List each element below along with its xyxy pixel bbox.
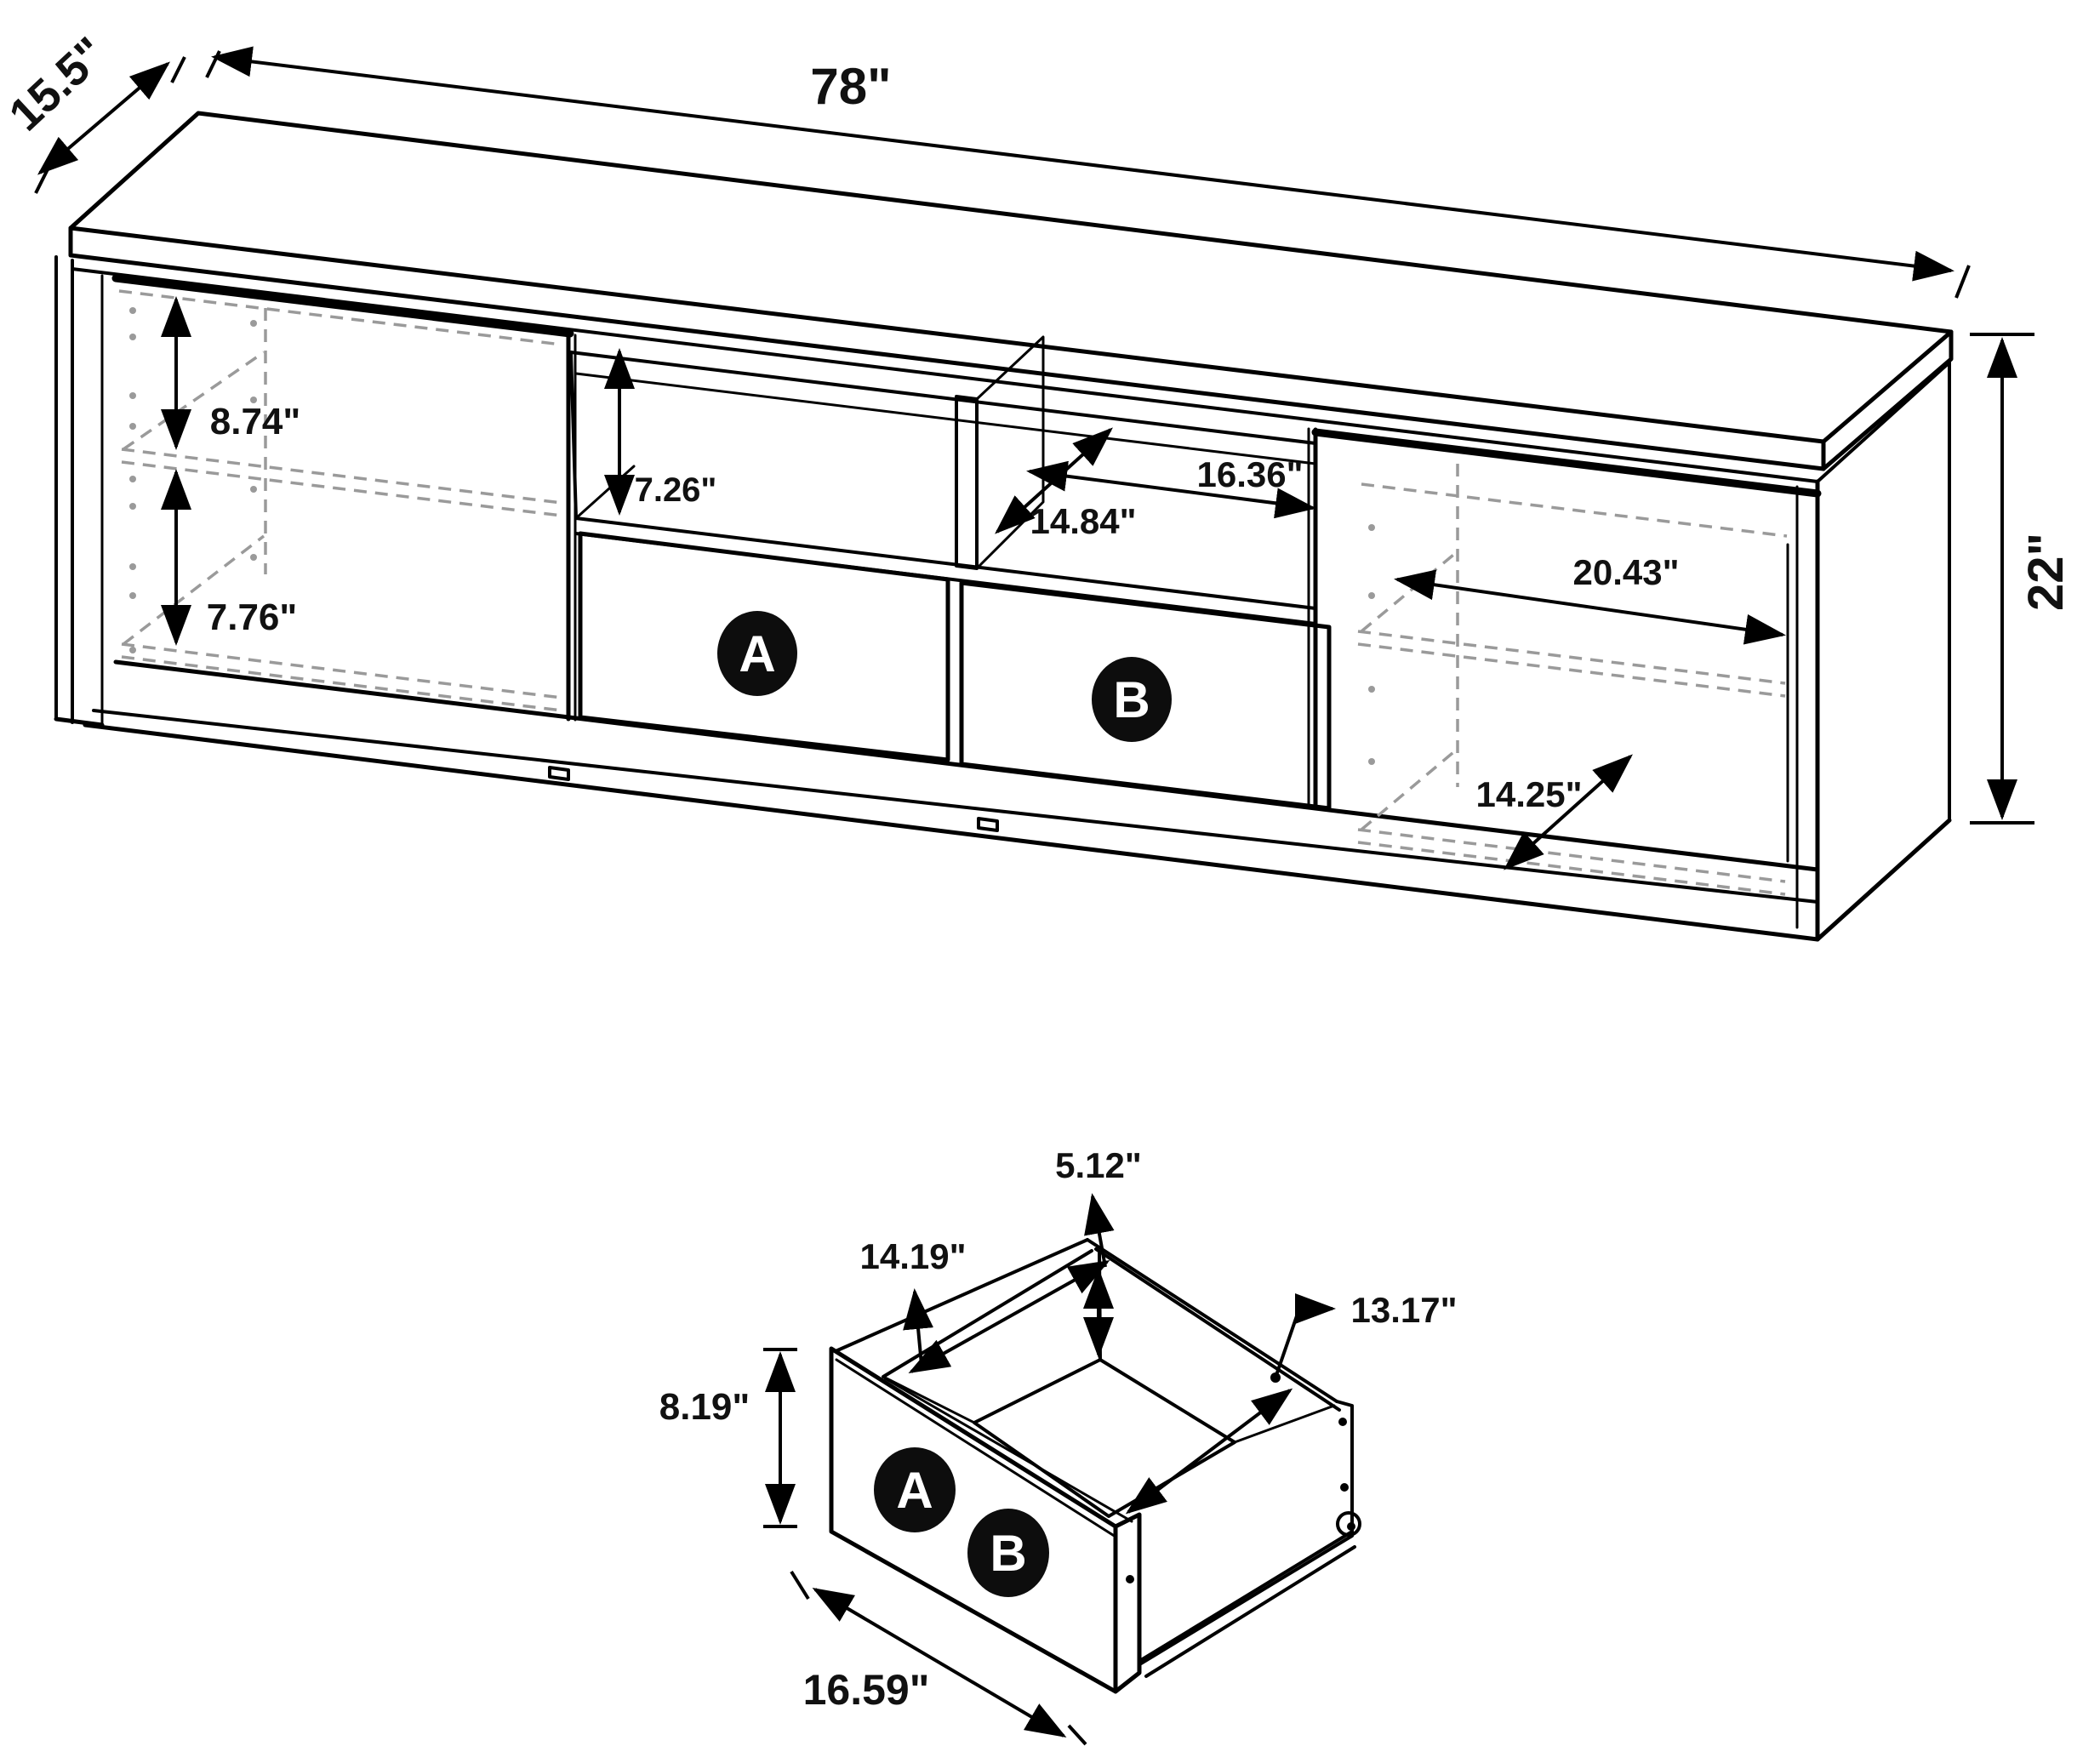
- drawer-a-badge-group: A: [874, 1447, 956, 1532]
- drawer-detail-a-badge: [874, 1447, 956, 1532]
- drawer-b-badge-group: B: [967, 1509, 1049, 1597]
- tv-stand-figure: A B 15.5" 78" 22" 8.74": [0, 27, 2074, 942]
- drawer-front-width-label: 16.59": [803, 1666, 930, 1714]
- cubby-height-label: 7.26": [635, 471, 717, 509]
- drawer-a-badge-letter: A: [739, 625, 775, 682]
- width-dimension: 78": [205, 46, 1971, 299]
- left-shelf-top-label: 8.74": [210, 401, 301, 442]
- right-shelf-width-dimension: 20.43": [1394, 552, 1786, 645]
- depth-dimension: 15.5": [0, 27, 186, 194]
- drawer-back-height-dimension: 5.12": [1055, 1145, 1142, 1358]
- drawer-detail-b-letter: B: [990, 1525, 1026, 1582]
- right-cabinet-door: [1307, 427, 1822, 896]
- drawer-figure: A B 5.12" 14.19" 13.17" 8.19": [659, 1145, 1458, 1746]
- cubby-depth-label: 14.84": [1030, 501, 1136, 541]
- right-door-shelf-pin-holes: [1368, 524, 1375, 765]
- cubby-width-label: 16.36": [1196, 454, 1303, 494]
- tv-stand-body: [54, 255, 1952, 942]
- height-dimension: 22": [1970, 333, 2074, 824]
- tv-stand-top-surface: [68, 111, 1954, 471]
- drawer-inner-width-label: 14.19": [859, 1236, 966, 1276]
- drawer-a-badge: [717, 611, 797, 696]
- right-shelf-depth-dimension: 14.25": [1475, 754, 1633, 870]
- left-shelf-top-dimension: 8.74": [161, 296, 301, 450]
- right-shelf-depth-label: 14.25": [1475, 774, 1582, 814]
- drawer-detail-a-letter: A: [896, 1462, 933, 1519]
- left-shelf-bottom-label: 7.76": [207, 596, 298, 638]
- height-dim-label: 22": [2018, 533, 2074, 611]
- drawer-b-badge-letter: B: [1113, 671, 1150, 728]
- right-shelf-width-label: 20.43": [1572, 552, 1679, 592]
- drawer-front-height-dimension: 8.19": [659, 1348, 797, 1528]
- drawer-front-height-label: 8.19": [659, 1386, 750, 1428]
- drawer-back-height-label: 5.12": [1055, 1145, 1142, 1185]
- drawer-inner-depth-dimension: 13.17": [1125, 1290, 1458, 1515]
- drawer-detail-b-badge: [967, 1509, 1049, 1597]
- drawer-a-front: A: [578, 531, 950, 762]
- left-door-shelf-pin-holes: [129, 307, 257, 653]
- drawer-inner-width-dimension: 14.19": [859, 1236, 1110, 1373]
- drawer-b-badge: [1092, 657, 1172, 742]
- cubby-depth-dimension: 14.84": [995, 427, 1137, 541]
- cubby-height-dimension: 7.26": [604, 348, 717, 516]
- drawer-inner-depth-label: 13.17": [1350, 1290, 1457, 1330]
- left-cabinet-door: [111, 274, 577, 722]
- drawer-b-front: B: [959, 580, 1332, 811]
- width-dim-label: 78": [810, 58, 891, 115]
- left-shelf-bottom-dimension: 7.76": [161, 469, 298, 646]
- drawer-front-width-dimension: 16.59": [790, 1570, 1087, 1746]
